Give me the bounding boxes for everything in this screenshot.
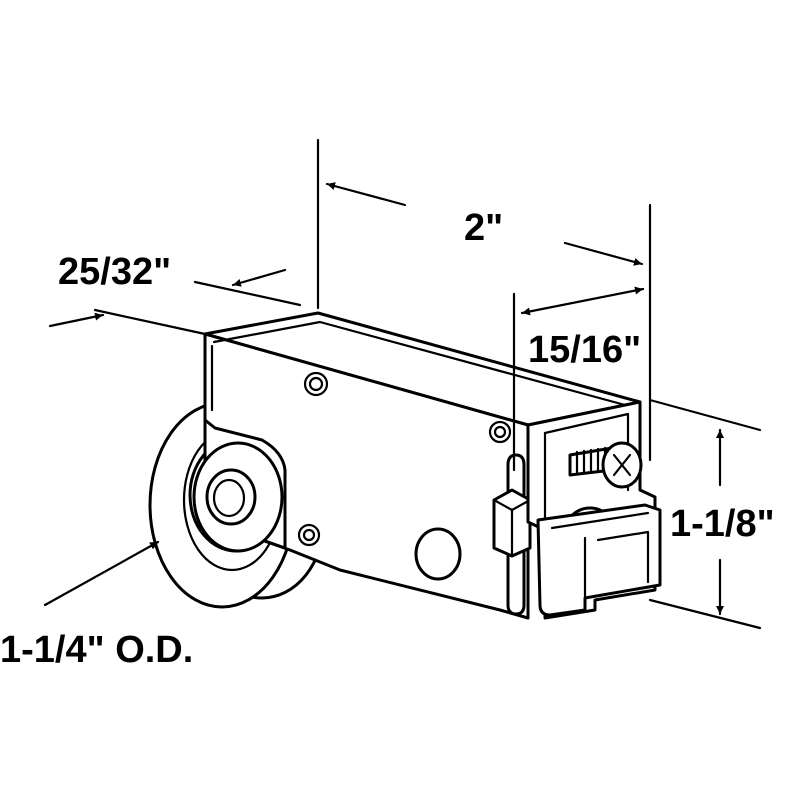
dim-label-wheel-od: 1-1/4" O.D. (0, 629, 193, 671)
dim-label-1-1-8: 1-1/8" (670, 503, 775, 545)
dimension-lines (43, 138, 762, 630)
end-bracket (526, 400, 662, 620)
housing-rivets (297, 371, 512, 581)
dim-label-2in: 2" (464, 207, 503, 249)
dim-label-25-32: 25/32" (58, 251, 171, 293)
adjustment-slot (492, 453, 532, 616)
dim-label-15-16: 15/16" (528, 329, 641, 371)
wheel-hub (192, 441, 284, 553)
